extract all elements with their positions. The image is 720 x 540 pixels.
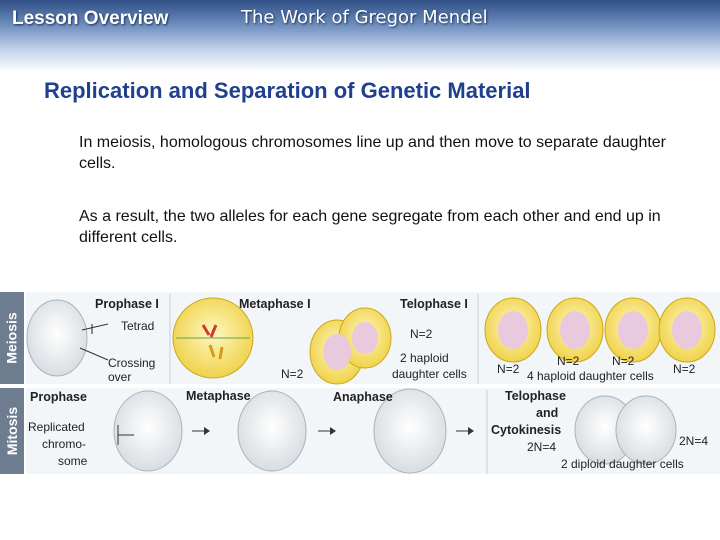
label-some: some	[58, 454, 88, 468]
label-n-b: N=2	[557, 354, 580, 368]
label-over: over	[108, 370, 132, 384]
prophase-cell	[113, 390, 183, 472]
label-prophase-i: Prophase I	[95, 297, 159, 311]
meiosis-side-label: Meiosis	[0, 292, 24, 384]
label-two-diploid: 2 diploid daughter cells	[561, 457, 684, 471]
header-banner: Lesson Overview The Work of Gregor Mende…	[0, 0, 720, 72]
label-2n-right: 2N=4	[679, 434, 709, 448]
label-metaphase: Metaphase	[186, 389, 251, 403]
metaphase-cell	[237, 390, 307, 472]
lesson-title: Lesson Overview	[12, 8, 169, 29]
label-2n-left: 2N=4	[527, 440, 557, 454]
meiosis-mitosis-figure: Meiosis Mitosis	[0, 290, 720, 480]
label-replicated: Replicated	[28, 420, 85, 434]
label-tetrad: Tetrad	[121, 319, 155, 333]
paragraph-1: In meiosis, homologous chromosomes line …	[79, 134, 667, 172]
label-telophase: Telophase	[505, 389, 566, 403]
label-metaphase-i: Metaphase I	[239, 297, 311, 311]
label-anaphase: Anaphase	[333, 390, 393, 404]
prophase-i-cell	[26, 299, 88, 377]
mitosis-side-label: Mitosis	[0, 388, 24, 474]
lesson-subtitle: The Work of Gregor Mendel	[241, 7, 488, 28]
label-and: and	[536, 406, 559, 420]
telophase-cell-b	[615, 395, 677, 465]
label-n-c: N=2	[612, 354, 635, 368]
paragraph-2: As a result, the two alleles for each ge…	[79, 208, 661, 246]
label-prophase: Prophase	[30, 390, 87, 404]
label-chromo: chromo-	[42, 437, 87, 451]
slide-title: Replication and Separation of Genetic Ma…	[44, 78, 531, 103]
label-n-d: N=2	[673, 362, 696, 376]
label-telo-n: N=2	[410, 327, 433, 341]
label-daughter-cells: daughter cells	[392, 367, 467, 381]
label-cytokinesis: Cytokinesis	[491, 423, 562, 437]
label-meta-n: N=2	[281, 367, 304, 381]
label-telophase-i: Telophase I	[400, 297, 468, 311]
label-crossing: Crossing	[108, 356, 156, 370]
label-four-haploid: 4 haploid daughter cells	[527, 369, 654, 383]
label-n-a: N=2	[497, 362, 520, 376]
label-two-haploid: 2 haploid	[400, 351, 449, 365]
anaphase-cell	[373, 388, 447, 474]
figure-illustration	[26, 294, 716, 474]
